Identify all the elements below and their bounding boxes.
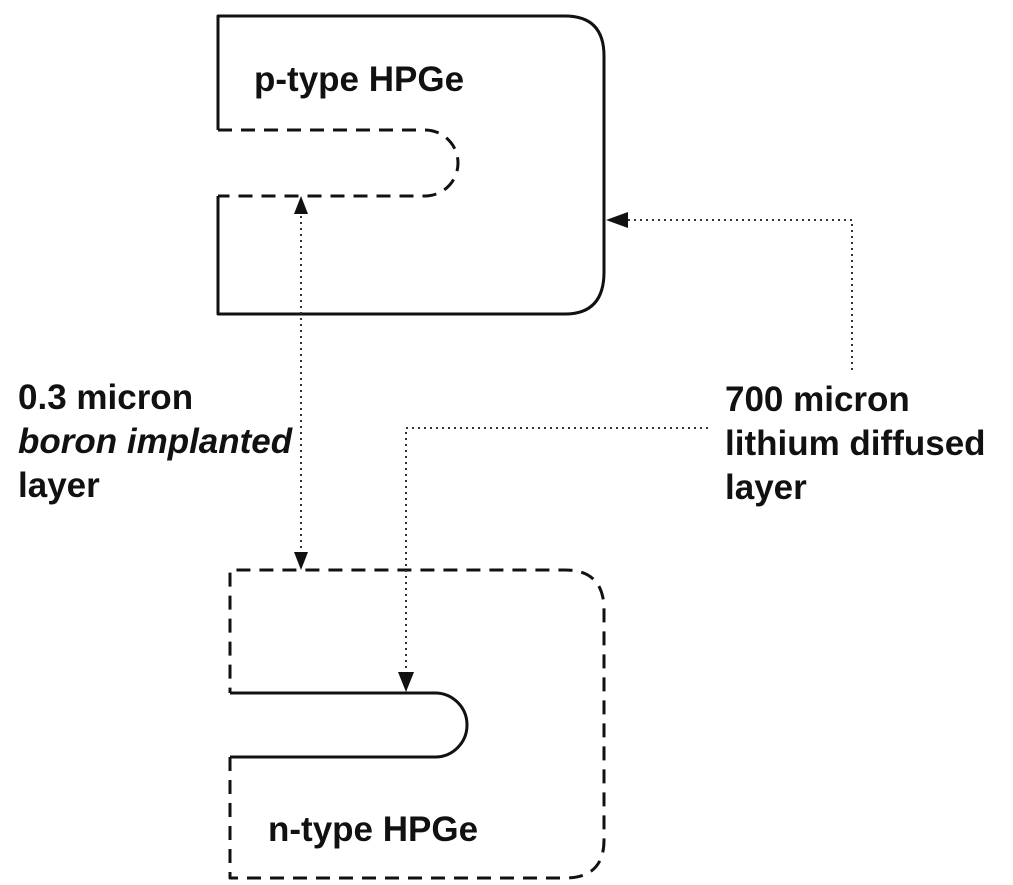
boron-layer-word: layer xyxy=(18,466,100,505)
lithium-arrowhead-p xyxy=(606,212,628,228)
lithium-leader-p xyxy=(606,212,853,370)
lithium-layer-thickness: 700 micron xyxy=(725,380,910,419)
lithium-arrowhead-n xyxy=(398,672,414,692)
lithium-layer-type: lithium diffused xyxy=(725,424,986,463)
boron-leader xyxy=(294,196,308,570)
lithium-leader-p-line xyxy=(626,219,853,370)
lithium-leader-n-line xyxy=(405,427,708,672)
p-type-bore-contact xyxy=(218,128,460,198)
boron-layer-type: boron implanted xyxy=(18,422,293,461)
boron-layer-thickness: 0.3 micron xyxy=(18,378,194,417)
n-type-bore-contact xyxy=(230,691,469,759)
boron-arrowhead-up xyxy=(294,196,308,214)
p-type-label: p-type HPGe xyxy=(254,60,465,99)
lithium-leader-n xyxy=(398,427,708,692)
p-type-outer-contact xyxy=(216,14,606,316)
boron-arrowhead-down xyxy=(294,552,308,570)
n-type-outer-contact xyxy=(228,568,606,880)
lithium-layer-word: layer xyxy=(725,468,807,507)
n-type-detector xyxy=(228,568,606,880)
boron-layer-label: 0.3 micron boron implanted layer xyxy=(18,376,292,508)
p-type-detector xyxy=(216,14,606,316)
n-type-label: n-type HPGe xyxy=(268,810,479,849)
lithium-layer-label: 700 micron lithium diffused layer xyxy=(725,378,986,510)
